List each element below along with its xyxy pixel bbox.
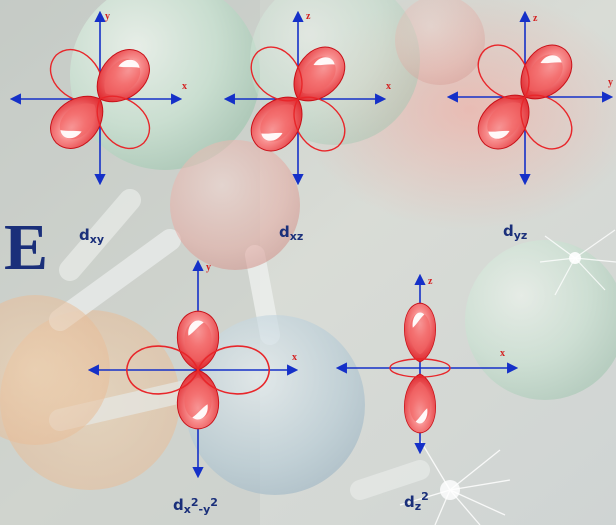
axis-label-v: y (105, 11, 110, 22)
svg-text:x: x (386, 81, 391, 92)
label-dxz: dxz (279, 223, 304, 243)
torus-ring (389, 358, 451, 378)
label-dyz: dyz (503, 222, 528, 242)
label-dx2-y2: dx2-y2 (173, 496, 218, 516)
svg-text:z: z (533, 13, 538, 24)
orbital-dx2-y2: x y (87, 259, 299, 479)
svg-text:x: x (292, 352, 297, 363)
svg-text:z: z (306, 11, 311, 22)
axis-label-h: x (182, 81, 187, 92)
svg-text:z: z (428, 276, 433, 287)
section-letter: E (4, 211, 49, 284)
orbital-dxz: x z (223, 10, 391, 186)
svg-text:x: x (500, 348, 505, 359)
label-dz2: dz2 (404, 490, 429, 513)
orbital-dz2: x z (335, 273, 519, 455)
label-dxy: dxy (79, 226, 105, 246)
svg-text:y: y (206, 262, 211, 273)
orbital-dyz: y z (446, 10, 614, 186)
orbital-dxy: x y (9, 10, 187, 186)
svg-text:y: y (608, 77, 613, 88)
